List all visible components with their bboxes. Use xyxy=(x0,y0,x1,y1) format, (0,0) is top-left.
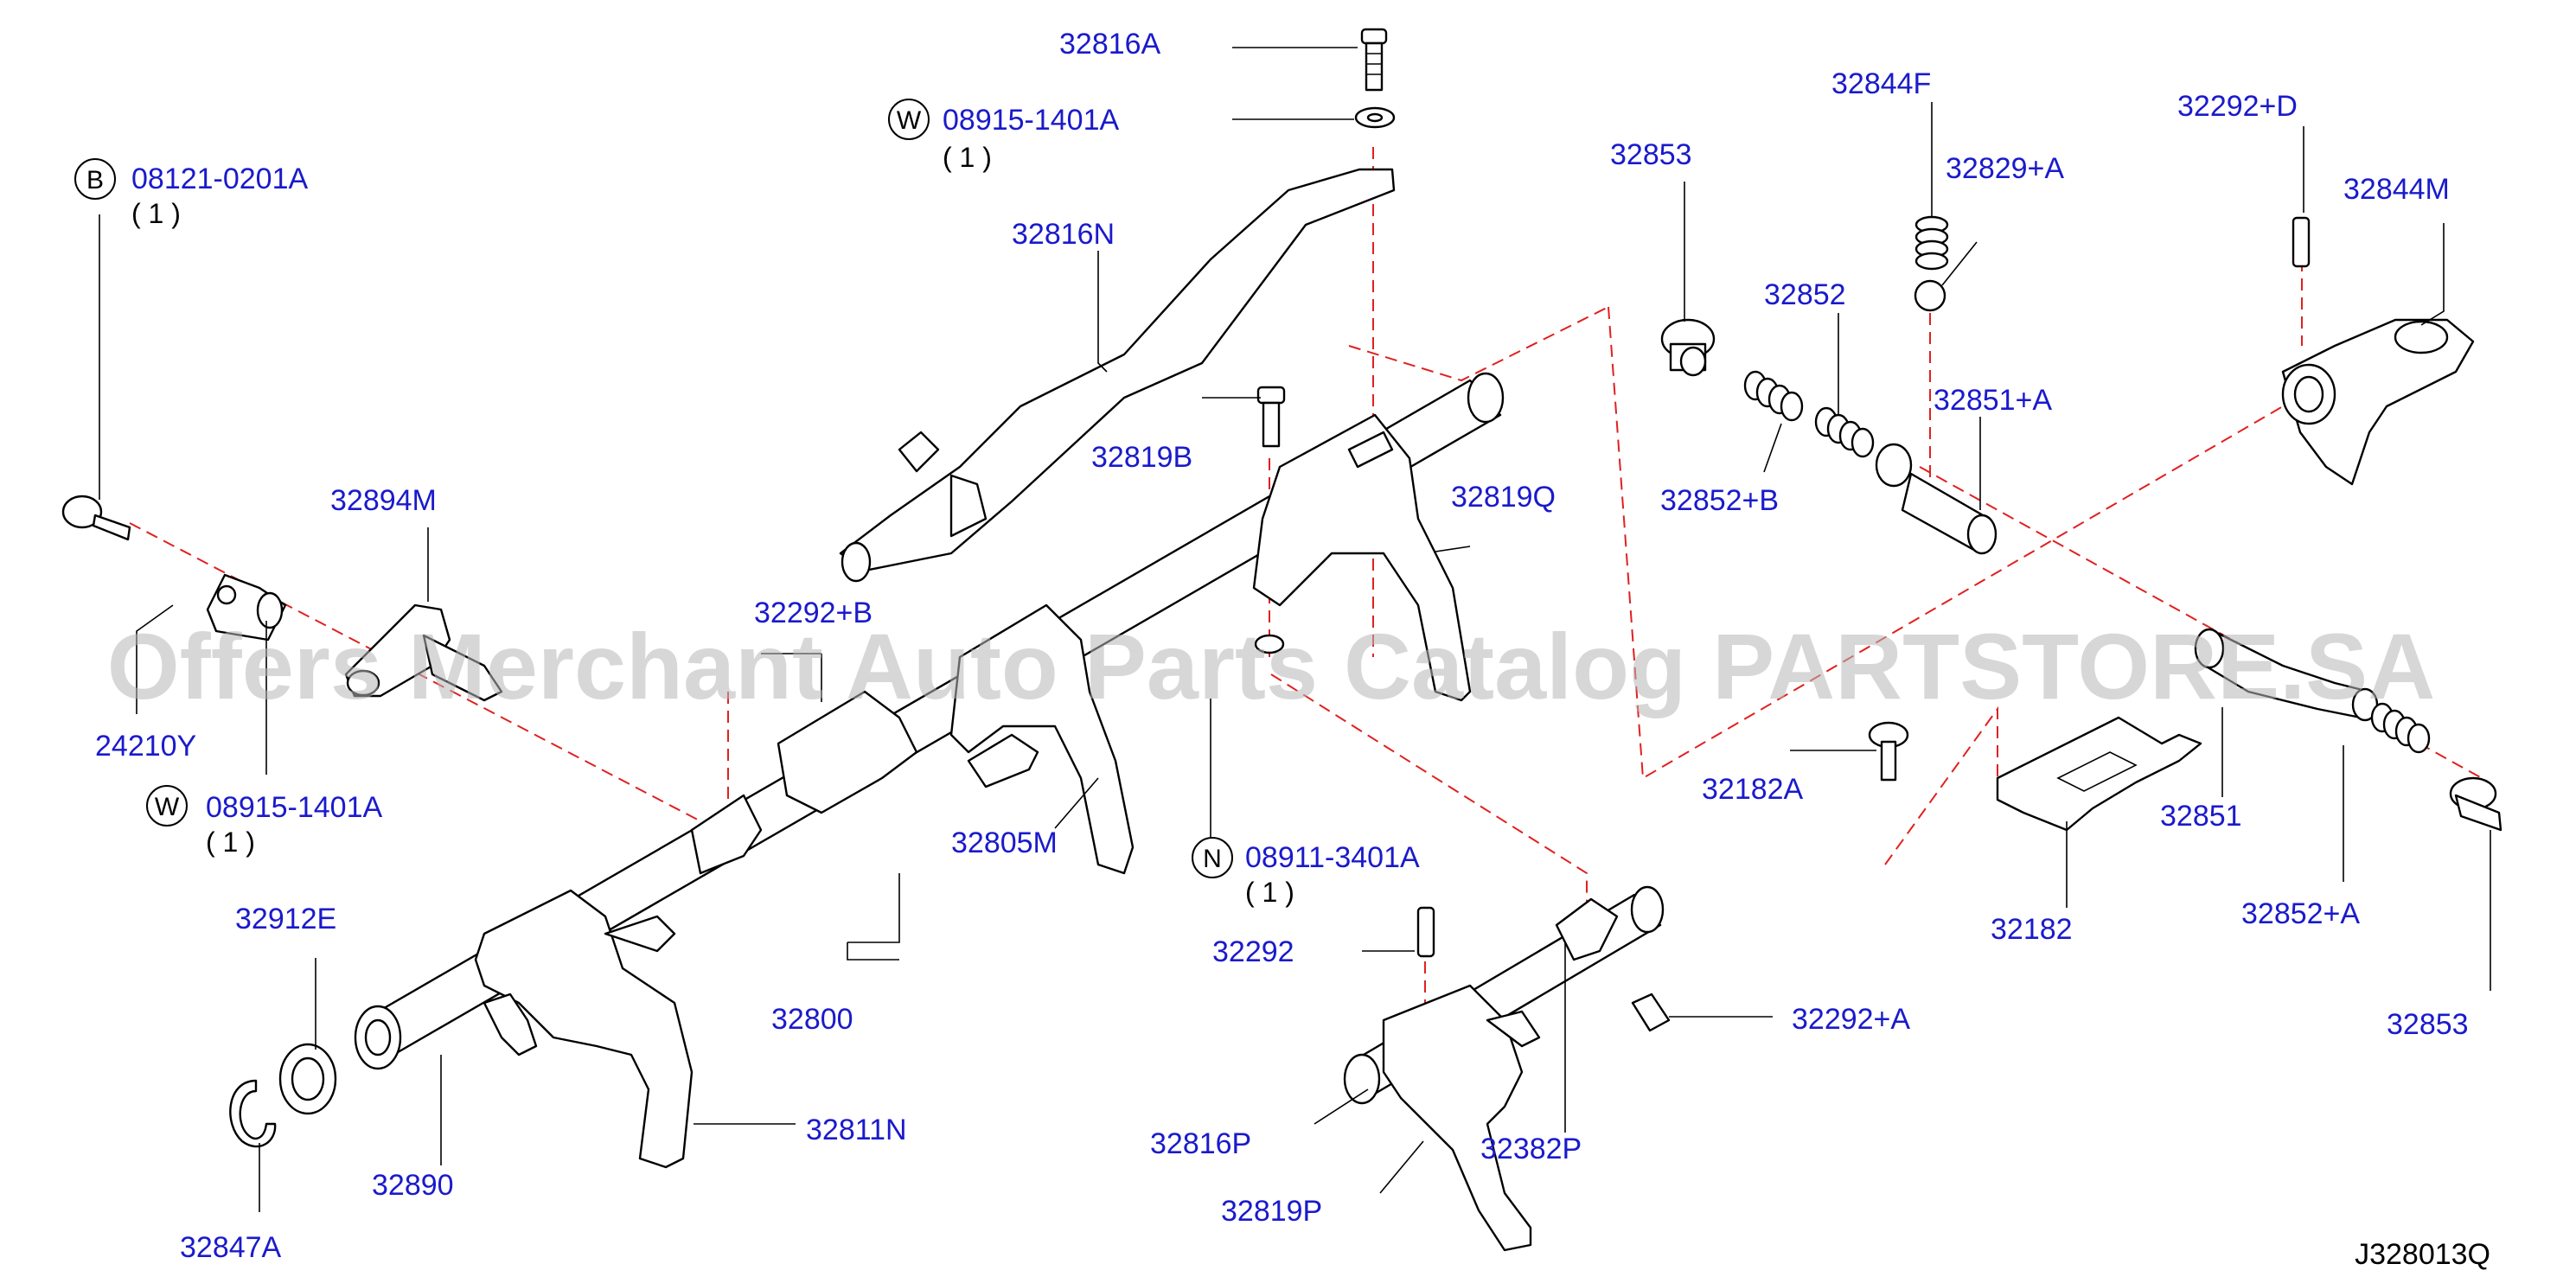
part-32816P-collar xyxy=(1555,897,1619,961)
part-32890-main-shaft xyxy=(354,372,1505,1070)
label-32890[interactable]: 32890 xyxy=(372,1169,454,1202)
part-32819P-fork xyxy=(1382,984,1541,1252)
label-32382P[interactable]: 32382P xyxy=(1480,1133,1582,1165)
label-32816A[interactable]: 32816A xyxy=(1059,28,1161,61)
qty-08911-3401A: ( 1 ) xyxy=(1245,877,1294,908)
part-32816N-rod xyxy=(839,168,1396,583)
part-washer-left xyxy=(256,591,284,629)
label-24210Y[interactable]: 24210Y xyxy=(95,730,196,763)
diagram-code: J328013Q xyxy=(2355,1238,2490,1271)
circled-letter-w-left: W xyxy=(155,793,180,821)
part-32851A-plunger xyxy=(1875,443,1998,555)
part-32292-pin xyxy=(1416,906,1435,958)
label-32292B[interactable]: 32292+B xyxy=(754,597,873,629)
label-32800[interactable]: 32800 xyxy=(771,1003,853,1036)
part-32819Q-fork xyxy=(1252,413,1472,702)
label-32829A[interactable]: 32829+A xyxy=(1946,152,2064,185)
part-32819B-bolt xyxy=(1256,386,1286,448)
part-32847A-snap-ring xyxy=(229,1079,277,1148)
label-32819B[interactable]: 32819B xyxy=(1091,441,1192,474)
part-bolt-left xyxy=(61,495,131,541)
part-32182-plate xyxy=(1996,716,2202,832)
label-32292D[interactable]: 32292+D xyxy=(2177,90,2298,123)
part-32805M-fork xyxy=(949,603,1135,875)
part-32844F-spring xyxy=(1914,215,1949,271)
part-32800-shifter xyxy=(690,690,918,875)
label-08915-1401A-left[interactable]: 08915-1401A xyxy=(206,791,383,824)
part-32182A-bolt xyxy=(1868,721,1909,782)
watermark: Offers Merchant Auto Parts Catalog PARTS… xyxy=(107,614,2435,718)
part-32851-shaft xyxy=(2194,628,2379,722)
circled-letter-n: N xyxy=(1203,845,1222,873)
part-32852A-spring xyxy=(2370,702,2431,754)
part-32829A-ball xyxy=(1914,279,1946,312)
part-washer-top xyxy=(1354,106,1396,129)
part-32894M-bracket xyxy=(344,603,503,702)
part-32292A-pin xyxy=(1631,993,1671,1032)
label-32819Q[interactable]: 32819Q xyxy=(1451,481,1556,514)
part-32853-plug-top xyxy=(1660,318,1716,377)
part-32853-plug-bottom xyxy=(2449,776,2502,832)
part-32844M-arm xyxy=(2281,318,2475,486)
part-washer-N xyxy=(1254,634,1285,654)
label-32844F[interactable]: 32844F xyxy=(1831,67,1931,100)
label-32816P[interactable]: 32816P xyxy=(1150,1127,1251,1160)
part-32292D-pin xyxy=(2292,216,2311,268)
label-32852B[interactable]: 32852+B xyxy=(1660,484,1779,517)
label-32292[interactable]: 32292 xyxy=(1212,935,1294,968)
label-32844M[interactable]: 32844M xyxy=(2343,173,2450,206)
part-32811N-fork xyxy=(474,889,694,1169)
label-32853-top[interactable]: 32853 xyxy=(1610,138,1692,171)
label-32819P[interactable]: 32819P xyxy=(1221,1195,1322,1228)
label-32894M[interactable]: 32894M xyxy=(330,484,437,517)
label-32816N[interactable]: 32816N xyxy=(1012,218,1115,251)
part-labels: 32816A 08915-1401A ( 1 ) 08121-0201A ( 1… xyxy=(95,28,2469,1264)
leader-lines xyxy=(99,47,2491,1212)
label-32811N[interactable]: 32811N xyxy=(806,1114,907,1146)
part-32852-spring xyxy=(1814,406,1875,458)
qty-08121-0201A: ( 1 ) xyxy=(131,198,181,229)
label-32292A[interactable]: 32292+A xyxy=(1792,1003,1910,1036)
label-32853-bottom[interactable]: 32853 xyxy=(2387,1008,2469,1041)
part-32816A-bolt xyxy=(1360,28,1388,92)
label-32851[interactable]: 32851 xyxy=(2160,800,2242,833)
label-08911-3401A[interactable]: 08911-3401A xyxy=(1245,841,1420,874)
label-32847A[interactable]: 32847A xyxy=(180,1231,282,1264)
qty-08915-1401A-top: ( 1 ) xyxy=(943,142,992,173)
label-32851A[interactable]: 32851+A xyxy=(1934,384,2052,417)
label-08915-1401A-top[interactable]: 08915-1401A xyxy=(943,104,1120,137)
circled-codes: W B W N xyxy=(74,99,1233,878)
label-32805M[interactable]: 32805M xyxy=(951,827,1058,859)
circled-letter-w-top: W xyxy=(897,106,922,135)
label-32912E[interactable]: 32912E xyxy=(235,903,336,935)
label-32852A[interactable]: 32852+A xyxy=(2241,897,2360,930)
circled-letter-b: B xyxy=(86,166,104,195)
part-32852B-spring xyxy=(1743,370,1804,422)
label-08121-0201A[interactable]: 08121-0201A xyxy=(131,163,309,195)
part-32912E-seal xyxy=(278,1043,337,1115)
qty-08915-1401A-left: ( 1 ) xyxy=(206,827,255,858)
label-32182[interactable]: 32182 xyxy=(1991,913,2073,946)
label-32852[interactable]: 32852 xyxy=(1764,278,1846,311)
label-32182A[interactable]: 32182A xyxy=(1702,773,1804,806)
